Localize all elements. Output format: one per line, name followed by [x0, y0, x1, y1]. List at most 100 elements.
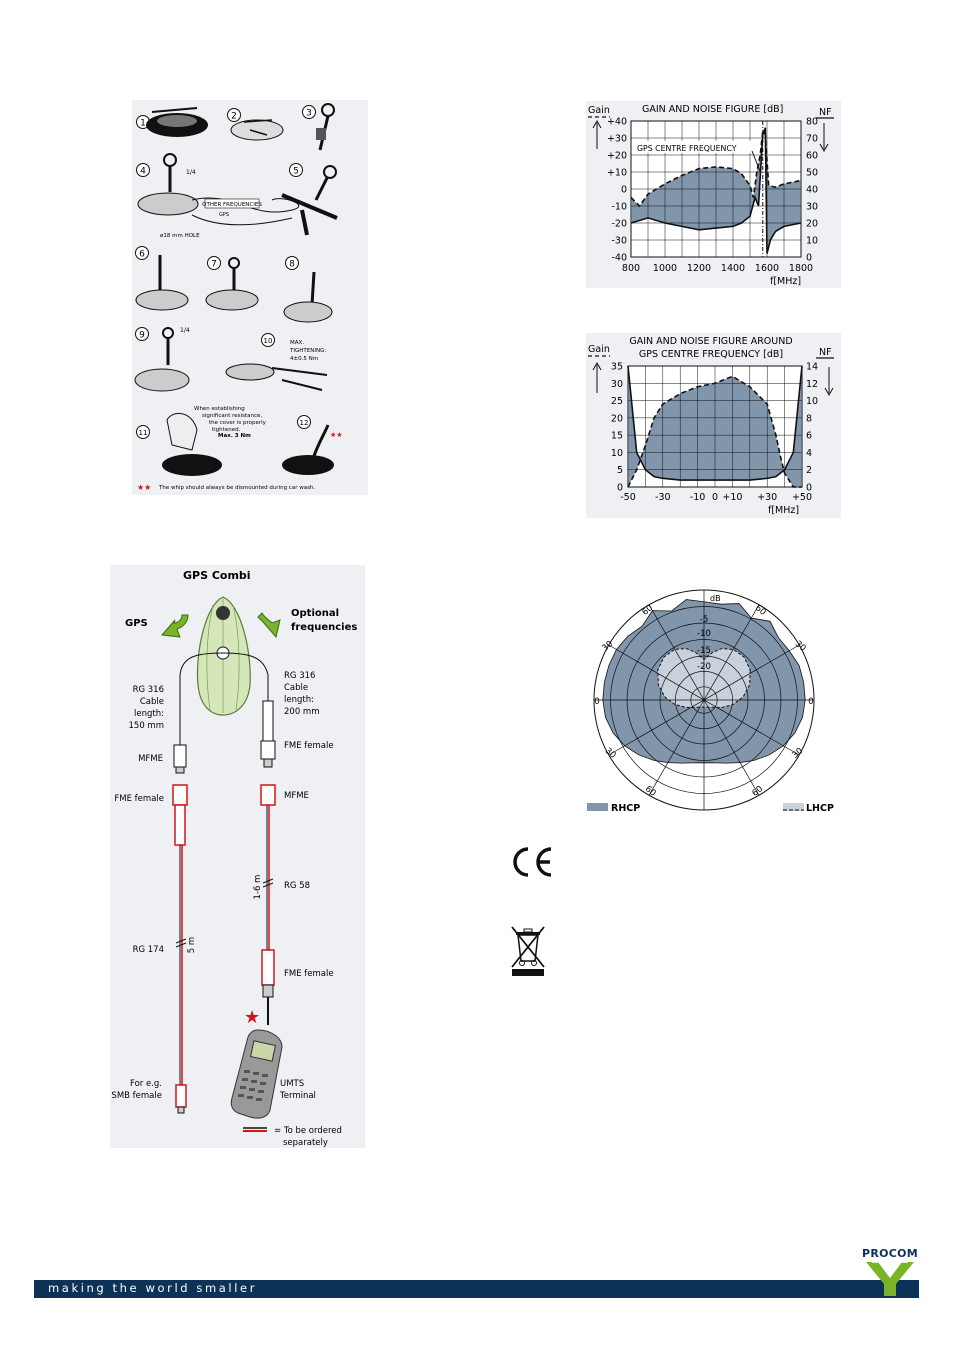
chart1-annotation-arrow	[751, 150, 762, 174]
chart2-nf-label: NF	[819, 347, 832, 358]
chart1-x-tick: 1000	[653, 263, 677, 274]
svg-text:= To be ordered: = To be ordered	[274, 1126, 342, 1136]
ce-mark-icon	[513, 847, 552, 877]
chart1-y-right-tick: 60	[806, 151, 818, 162]
svg-text:Cable: Cable	[140, 697, 164, 707]
svg-text:tightened.: tightened.	[212, 427, 241, 433]
polar-angle-label: 0	[594, 697, 599, 707]
tagline: making the world smaller	[48, 1281, 258, 1295]
svg-text:200 mm: 200 mm	[284, 707, 320, 717]
chart2-y-right-tick: 14	[806, 362, 818, 373]
chart1-y-left-tick: -10	[611, 202, 627, 213]
chart-gain-noise: GAIN AND NOISE FIGURE [dB] Gain NF GPS C…	[588, 104, 834, 287]
chart2-x-tick: +10	[722, 492, 742, 503]
chart2-y-right-tick: 6	[806, 431, 812, 442]
svg-text:1/4: 1/4	[186, 169, 196, 176]
svg-text:ø18 mm HOLE: ø18 mm HOLE	[160, 233, 200, 239]
chart2-gain-label: Gain	[588, 344, 610, 355]
chart1-y-right-tick: 40	[806, 185, 818, 196]
svg-text:separately: separately	[283, 1138, 328, 1148]
step-7: 7	[205, 256, 259, 311]
chart1-y-left-tick: -30	[611, 236, 627, 247]
chart1-y-right-tick: 80	[806, 117, 818, 128]
chart2-title-1: GAIN AND NOISE FIGURE AROUND	[629, 336, 792, 347]
chart2-y-right-tick: 4	[806, 448, 812, 459]
step-10: 10 MAX. TIGHTENING: 4±0.5 Nm	[225, 333, 328, 391]
chart1-annotation: GPS CENTRE FREQUENCY	[637, 144, 737, 153]
svg-text:11: 11	[139, 429, 148, 437]
wash-stars: ★★	[137, 483, 151, 492]
svg-text:Max. 3 Nm: Max. 3 Nm	[218, 433, 251, 439]
svg-text:6: 6	[139, 250, 145, 260]
chart2-x-tick: -50	[620, 492, 636, 503]
chart2-y-left-tick: 20	[611, 413, 623, 424]
chart1-y-right-tick: 70	[806, 134, 818, 145]
svg-text:When establishing: When establishing	[194, 406, 245, 412]
chart-gain-noise-centre: GAIN AND NOISE FIGURE AROUND GPS CENTRE …	[588, 336, 834, 516]
svg-text:RG 316: RG 316	[284, 671, 315, 681]
svg-text:TIGHTENING:: TIGHTENING:	[289, 348, 326, 354]
chart2-y-left-tick: 35	[611, 362, 623, 373]
svg-text:RG 58: RG 58	[284, 881, 310, 891]
svg-text:Cable: Cable	[284, 683, 308, 693]
svg-text:1-6 m: 1-6 m	[253, 875, 263, 900]
polar-ring-label: -5	[700, 615, 708, 625]
footer-bar: making the world smaller	[34, 1280, 919, 1298]
chart1-title: GAIN AND NOISE FIGURE [dB]	[642, 104, 783, 115]
chart2-y-right-tick: 10	[806, 396, 818, 407]
svg-text:150 mm: 150 mm	[129, 721, 165, 731]
svg-text:5: 5	[293, 167, 299, 177]
chart2-y-right-tick: 12	[806, 379, 818, 390]
chart2-x-tick: -10	[690, 492, 706, 503]
polar-spoke	[608, 644, 800, 756]
chart2-y-right-tick: 2	[806, 465, 812, 476]
svg-text:UMTS: UMTS	[280, 1079, 304, 1089]
chart2-x-tick: +30	[757, 492, 777, 503]
polar-ring-label: -10	[697, 629, 711, 639]
svg-text:12: 12	[300, 419, 309, 427]
star-icon: ★	[244, 1007, 260, 1028]
polar-unit-label: dB	[710, 594, 721, 603]
svg-text:RG 316: RG 316	[133, 685, 164, 695]
chart1-y-right-tick: 0	[806, 253, 812, 264]
weee-bin-icon	[511, 926, 545, 976]
polar-ring-label: -15	[697, 646, 711, 656]
svg-text:4: 4	[140, 167, 146, 177]
svg-text:MFME: MFME	[284, 791, 309, 801]
svg-text:FME female: FME female	[284, 969, 334, 979]
step-2: 2	[227, 108, 284, 141]
legend-lhcp: LHCP	[806, 803, 834, 814]
step-3: 3	[302, 103, 335, 151]
svg-text:GPS: GPS	[219, 212, 229, 218]
svg-text:SMB female: SMB female	[111, 1091, 162, 1101]
svg-text:length:: length:	[284, 695, 314, 705]
chart1-y-left-tick: 0	[621, 185, 627, 196]
chart2-y-left-tick: 25	[611, 396, 623, 407]
chart1-x-tick: 1400	[721, 263, 745, 274]
chart2-xlabel: f[MHz]	[768, 505, 799, 516]
svg-text:OTHER FREQUENCIES: OTHER FREQUENCIES	[202, 202, 262, 208]
chart1-x-tick: 1200	[687, 263, 711, 274]
chart1-y-right-tick: 50	[806, 168, 818, 179]
legend-rhcp: RHCP	[611, 803, 640, 814]
svg-text:★★: ★★	[330, 431, 343, 439]
svg-text:1: 1	[140, 119, 146, 129]
chart2-x-tick: 0	[712, 492, 718, 503]
step-5: 5	[281, 163, 338, 236]
svg-text:4±0.5 Nm: 4±0.5 Nm	[290, 356, 318, 362]
wash-note: The whip should always be dismounted dur…	[158, 485, 315, 491]
chart1-annotation-bg	[634, 141, 752, 153]
svg-text:FME female: FME female	[114, 794, 164, 804]
step-8: 8	[283, 256, 333, 323]
gps-arrow-icon	[160, 614, 189, 638]
chart1-series-gain	[630, 127, 802, 254]
chart2-x-tick: +50	[792, 492, 812, 503]
step-4: 4 1/4 OTHER FREQUENCIES GPS ø18 mm HOLE	[136, 153, 300, 239]
svg-text:2: 2	[231, 112, 237, 122]
gps-combi-diagram: GPS Combi GPS Optional frequencies RG 31…	[111, 569, 357, 1148]
chart2-title-2: GPS CENTRE FREQUENCY [dB]	[639, 349, 783, 360]
chart1-y-right-tick: 30	[806, 202, 818, 213]
chart2-y-left-tick: 30	[611, 379, 623, 390]
chart1-gain-label: Gain	[588, 105, 610, 116]
